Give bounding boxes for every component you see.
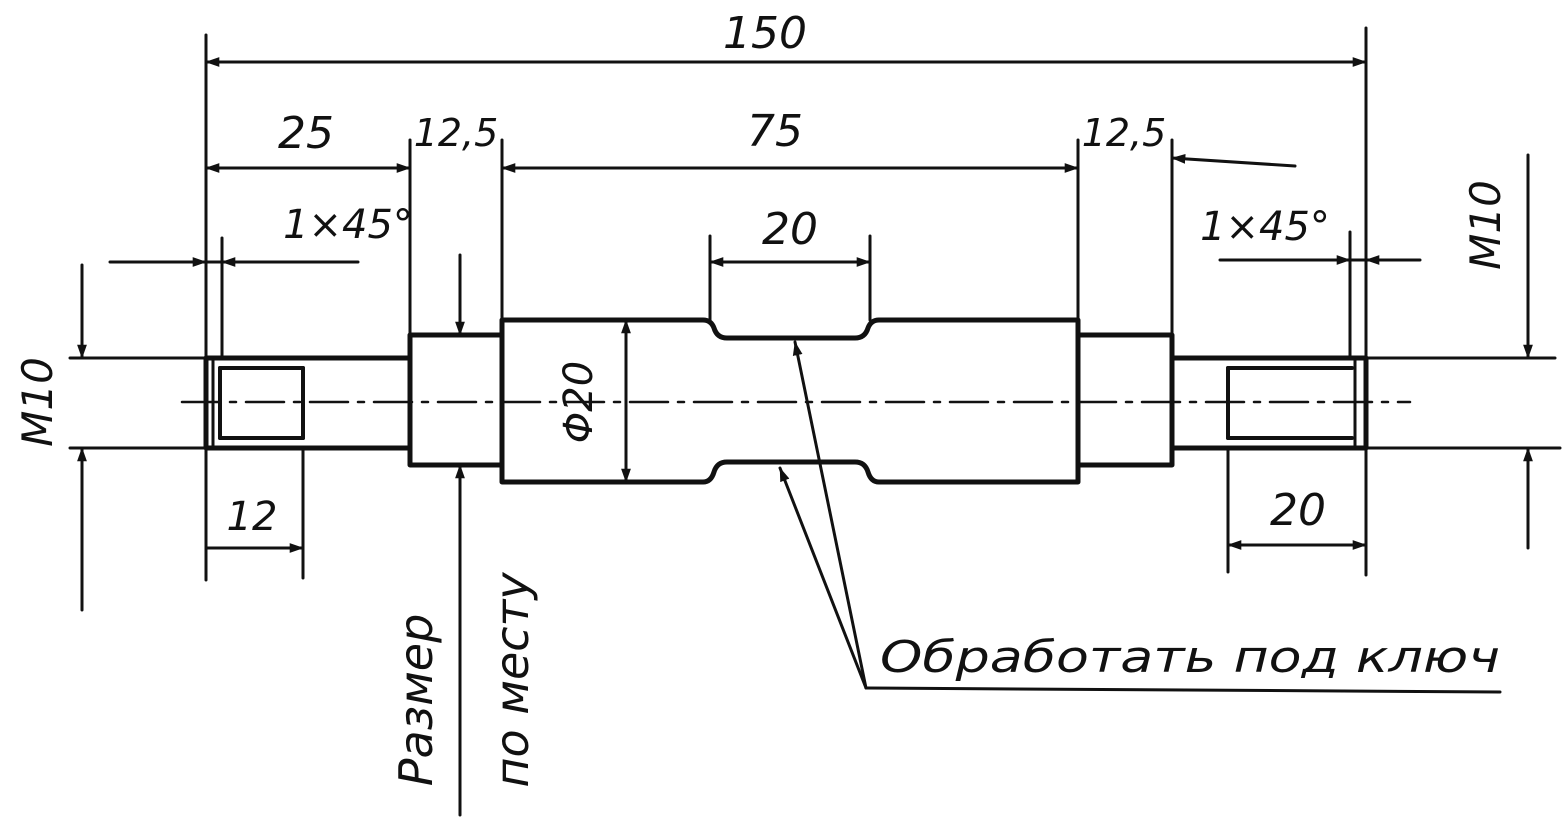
left-collar — [407, 332, 505, 468]
label-left-chamfer: 1×45° — [283, 202, 413, 248]
label-right-thread: M10 — [1461, 180, 1510, 270]
label-body-diameter: Φ20 — [556, 361, 602, 443]
extension-lines — [68, 26, 1562, 582]
label-left-thread-length: 25 — [278, 108, 334, 159]
dimension-lines — [77, 57, 1533, 817]
note-size-to-fit-line2: по месту — [485, 572, 539, 788]
main-body — [499, 317, 1081, 485]
dim-right-ext-line — [1170, 153, 1297, 168]
right-collar — [1075, 332, 1175, 468]
note-size-to-fit-line1: Размер — [389, 614, 443, 787]
label-right-chamfer: 1×45° — [1200, 204, 1330, 250]
labels: 150 25 12,5 75 12,5 20 1×45° 1×45° 12 20… — [13, 8, 1510, 788]
label-left-thread: M10 — [13, 357, 62, 447]
label-overall-length: 150 — [723, 8, 807, 59]
label-left-collar-length: 12,5 — [414, 111, 499, 155]
label-right-collar-length: 12,5 — [1082, 111, 1167, 155]
wrench-leaders — [778, 340, 1502, 694]
label-middle-length: 75 — [747, 106, 803, 157]
label-wrench-flat-width: 20 — [762, 204, 818, 255]
label-right-bore-depth: 20 — [1270, 485, 1326, 536]
note-machine-for-wrench: Обработать под ключ — [880, 632, 1500, 683]
label-left-bore-depth: 12 — [227, 494, 278, 540]
